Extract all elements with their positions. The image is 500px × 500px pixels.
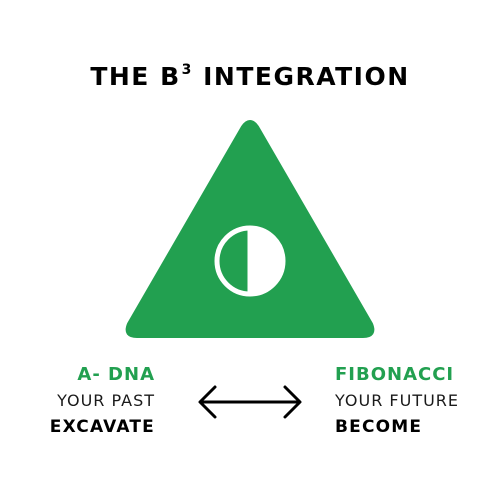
future-heading: FIBONACCI [335,364,455,385]
past-heading: A- DNA [77,364,155,385]
diagram-title: THE B3 INTEGRATION [0,62,500,96]
title-main: THE B [90,62,181,91]
future-action: BECOME [335,417,423,437]
double-arrow-icon [198,385,302,419]
future-subtitle: YOUR FUTURE [335,391,460,410]
past-action: EXCAVATE [49,417,155,437]
past-subtitle: YOUR PAST [57,391,155,410]
title-rest: INTEGRATION [192,62,410,91]
title-superscript: 3 [181,62,193,78]
half-filled-circle-icon [214,225,286,297]
past-block: A- DNA YOUR PAST EXCAVATE [5,362,155,440]
future-block: FIBONACCI YOUR FUTURE BECOME [335,362,485,440]
